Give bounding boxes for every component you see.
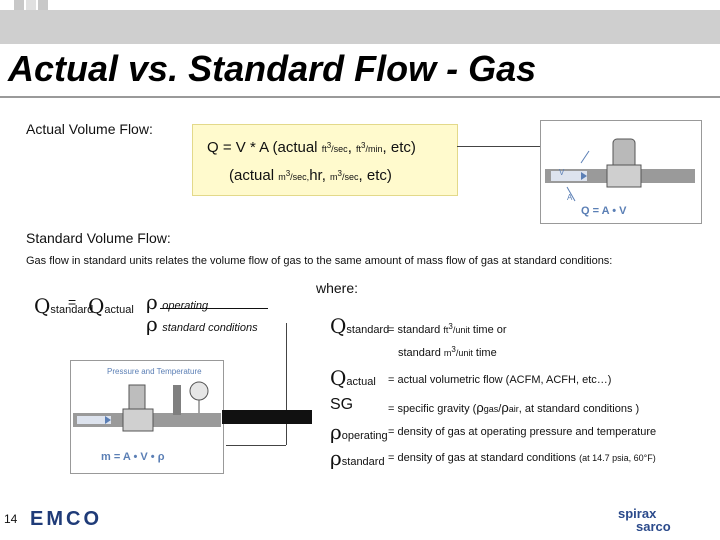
standard-description: Gas flow in standard units relates the v… [26, 255, 613, 267]
flow-arrow-icon [581, 172, 587, 180]
standard-flow-diagram: Pressure and Temperature m = A • V • ρ [70, 360, 224, 474]
unit-ft3-sec: ft3/sec [321, 141, 348, 154]
diagram-v-label: V [559, 168, 565, 177]
corner-square [38, 0, 48, 10]
formula-star: * [249, 139, 256, 156]
title-divider [0, 96, 720, 98]
formula-line-1: Q = V * A (actual ft3/sec, ft3/min, etc) [207, 139, 416, 156]
flow-arrow-bg [551, 171, 587, 181]
title-bar [0, 10, 720, 44]
eq-q-actual: Qactual [88, 294, 134, 318]
rho-numerator: ρ operating [146, 290, 209, 314]
eq-q-standard-sub: standard [50, 304, 94, 316]
diagram-mass-flow-label: m = A • V • ρ [101, 451, 165, 463]
where-heading: where: [316, 280, 359, 296]
where-desc-q-standard: = standard ft3/unit time or [388, 322, 507, 336]
unit-m3-sec-2: m3/sec [330, 169, 359, 182]
pipe-extension [222, 410, 312, 424]
page-number: 14 [4, 512, 18, 526]
emco-logo: EMCO [30, 508, 102, 530]
actual-heading: Actual Volume Flow: [26, 121, 153, 137]
where-row-sg: SG [330, 396, 354, 413]
where-desc-rho-standard: = density of gas at standard conditions … [388, 452, 656, 464]
pipe-flow-illustration-2 [73, 381, 221, 432]
flow-arrow-bg [77, 416, 111, 424]
where-row-q-actual: Qactual [330, 366, 376, 390]
formula-line-2: (actual m3/sec,hr, m3/sec, etc) [229, 167, 392, 184]
actual-formula-box: Q = V * A (actual ft3/sec, ft3/min, etc)… [192, 124, 458, 196]
connector-line-actual [457, 146, 540, 147]
pipe-flow-illustration [545, 138, 695, 202]
where-row-rho-operating: ρoperating [330, 420, 388, 444]
connector-line-standard-v [286, 323, 287, 445]
formula-actual-open: (actual [229, 167, 275, 184]
meter-body [606, 164, 642, 188]
meter-body [122, 408, 154, 432]
diagram-a-label: A [567, 193, 573, 202]
standard-equation: Qstandard [34, 294, 93, 318]
where-desc-rho-operating: = density of gas at operating pressure a… [388, 426, 657, 438]
formula-tail: , etc) [382, 139, 416, 156]
formula-tail-2: , etc) [358, 167, 392, 184]
where-desc-q-standard-2: standard m3/unit time [398, 345, 497, 359]
where-row-q-standard: Qstandard [330, 314, 390, 338]
formula-q-v: Q = V [207, 139, 246, 156]
where-desc-sg: = specific gravity (ρgas/ρair, at standa… [388, 400, 640, 415]
area-pointer [566, 186, 576, 202]
rho-denominator: ρ standard conditions [146, 312, 258, 336]
standard-heading: Standard Volume Flow: [26, 230, 171, 246]
velocity-pointer [580, 150, 590, 164]
eq-equals: = [68, 294, 77, 310]
connector-line-standard-h [226, 445, 286, 446]
diagram-pressure-temp-label: Pressure and Temperature [107, 367, 202, 376]
unit-m3-sec: m3/sec, [278, 169, 310, 182]
fraction-bar [160, 308, 268, 309]
eq-q-standard: Q [34, 294, 51, 318]
where-desc-q-actual: = actual volumetric flow (ACFM, ACFH, et… [388, 374, 612, 386]
where-row-rho-standard: ρstandard [330, 446, 385, 470]
pressure-gauge-icon [189, 381, 209, 401]
spirax-sarco-logo: spirax sarco [618, 506, 671, 534]
temperature-probe [173, 385, 181, 415]
unit-hr: hr, [309, 167, 326, 184]
unit-ft3-min: ft3/min [356, 141, 383, 154]
corner-square [14, 0, 24, 10]
page-title: Actual vs. Standard Flow - Gas [8, 48, 537, 89]
actual-flow-diagram: V A Q = A • V [540, 120, 702, 224]
diagram-q-av-label: Q = A • V [581, 205, 627, 217]
corner-square [26, 0, 36, 10]
formula-a-actual: A (actual [259, 139, 318, 156]
flow-arrow-icon [105, 416, 111, 424]
